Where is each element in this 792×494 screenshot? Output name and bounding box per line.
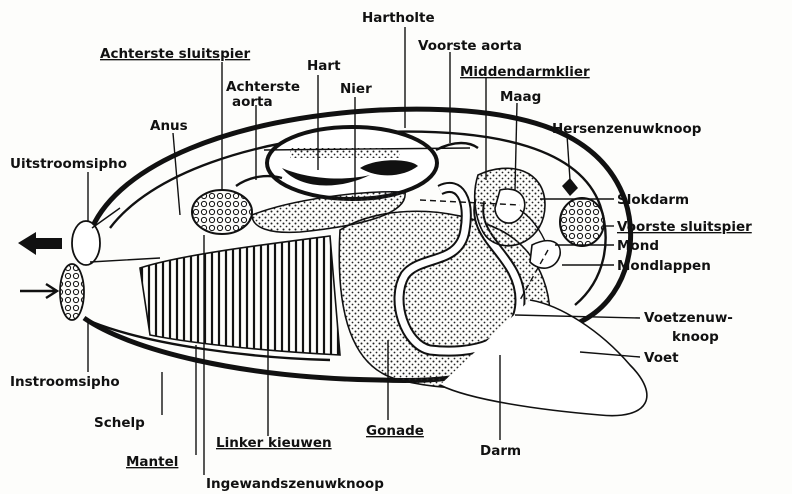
anterior-adductor <box>560 198 604 246</box>
label-middendarmklier: Middendarmklier <box>460 64 590 80</box>
label-uitstroomsipho: Uitstroomsipho <box>10 156 127 172</box>
label-mond: Mond <box>617 238 659 254</box>
label-voet: Voet <box>644 350 679 366</box>
cerebral-ganglion <box>562 178 578 196</box>
label-voetzenuwknoop-2: knoop <box>672 329 719 345</box>
label-achterste-aorta-2: aorta <box>232 94 273 110</box>
label-slokdarm: Slokdarm <box>617 192 689 208</box>
label-instroomsipho: Instroomsipho <box>10 374 120 390</box>
label-schelp: Schelp <box>94 415 145 431</box>
label-hersenzenuwknoop: Hersenzenuwknoop <box>552 121 702 137</box>
inhalant-siphon <box>60 264 84 320</box>
label-voorste-sluitspier: Voorste sluitspier <box>617 219 752 235</box>
label-gonade: Gonade <box>366 423 424 439</box>
label-mantel: Mantel <box>126 454 178 470</box>
label-achterste-aorta-1: Achterste <box>226 79 300 95</box>
gills <box>140 236 340 355</box>
label-darm: Darm <box>480 443 521 459</box>
posterior-adductor <box>192 190 252 234</box>
exhalant-siphon <box>72 221 100 265</box>
inflow-arrow <box>20 284 57 298</box>
label-hart: Hart <box>307 58 341 74</box>
label-mondlappen: Mondlappen <box>617 258 711 274</box>
label-voorste-aorta: Voorste aorta <box>418 38 522 54</box>
label-anus: Anus <box>150 118 188 134</box>
label-hartholte: Hartholte <box>362 10 435 26</box>
stomach <box>495 189 525 223</box>
label-nier: Nier <box>340 81 372 97</box>
label-linker-kieuwen: Linker kieuwen <box>216 435 332 451</box>
label-ingewandszenuwknoop: Ingewandszenuwknoop <box>206 476 384 492</box>
label-voetzenuwknoop-1: Voetzenuw- <box>644 310 733 326</box>
outflow-arrow <box>18 232 62 255</box>
label-achterste-sluitspier: Achterste sluitspier <box>100 46 251 62</box>
label-maag: Maag <box>500 89 541 105</box>
